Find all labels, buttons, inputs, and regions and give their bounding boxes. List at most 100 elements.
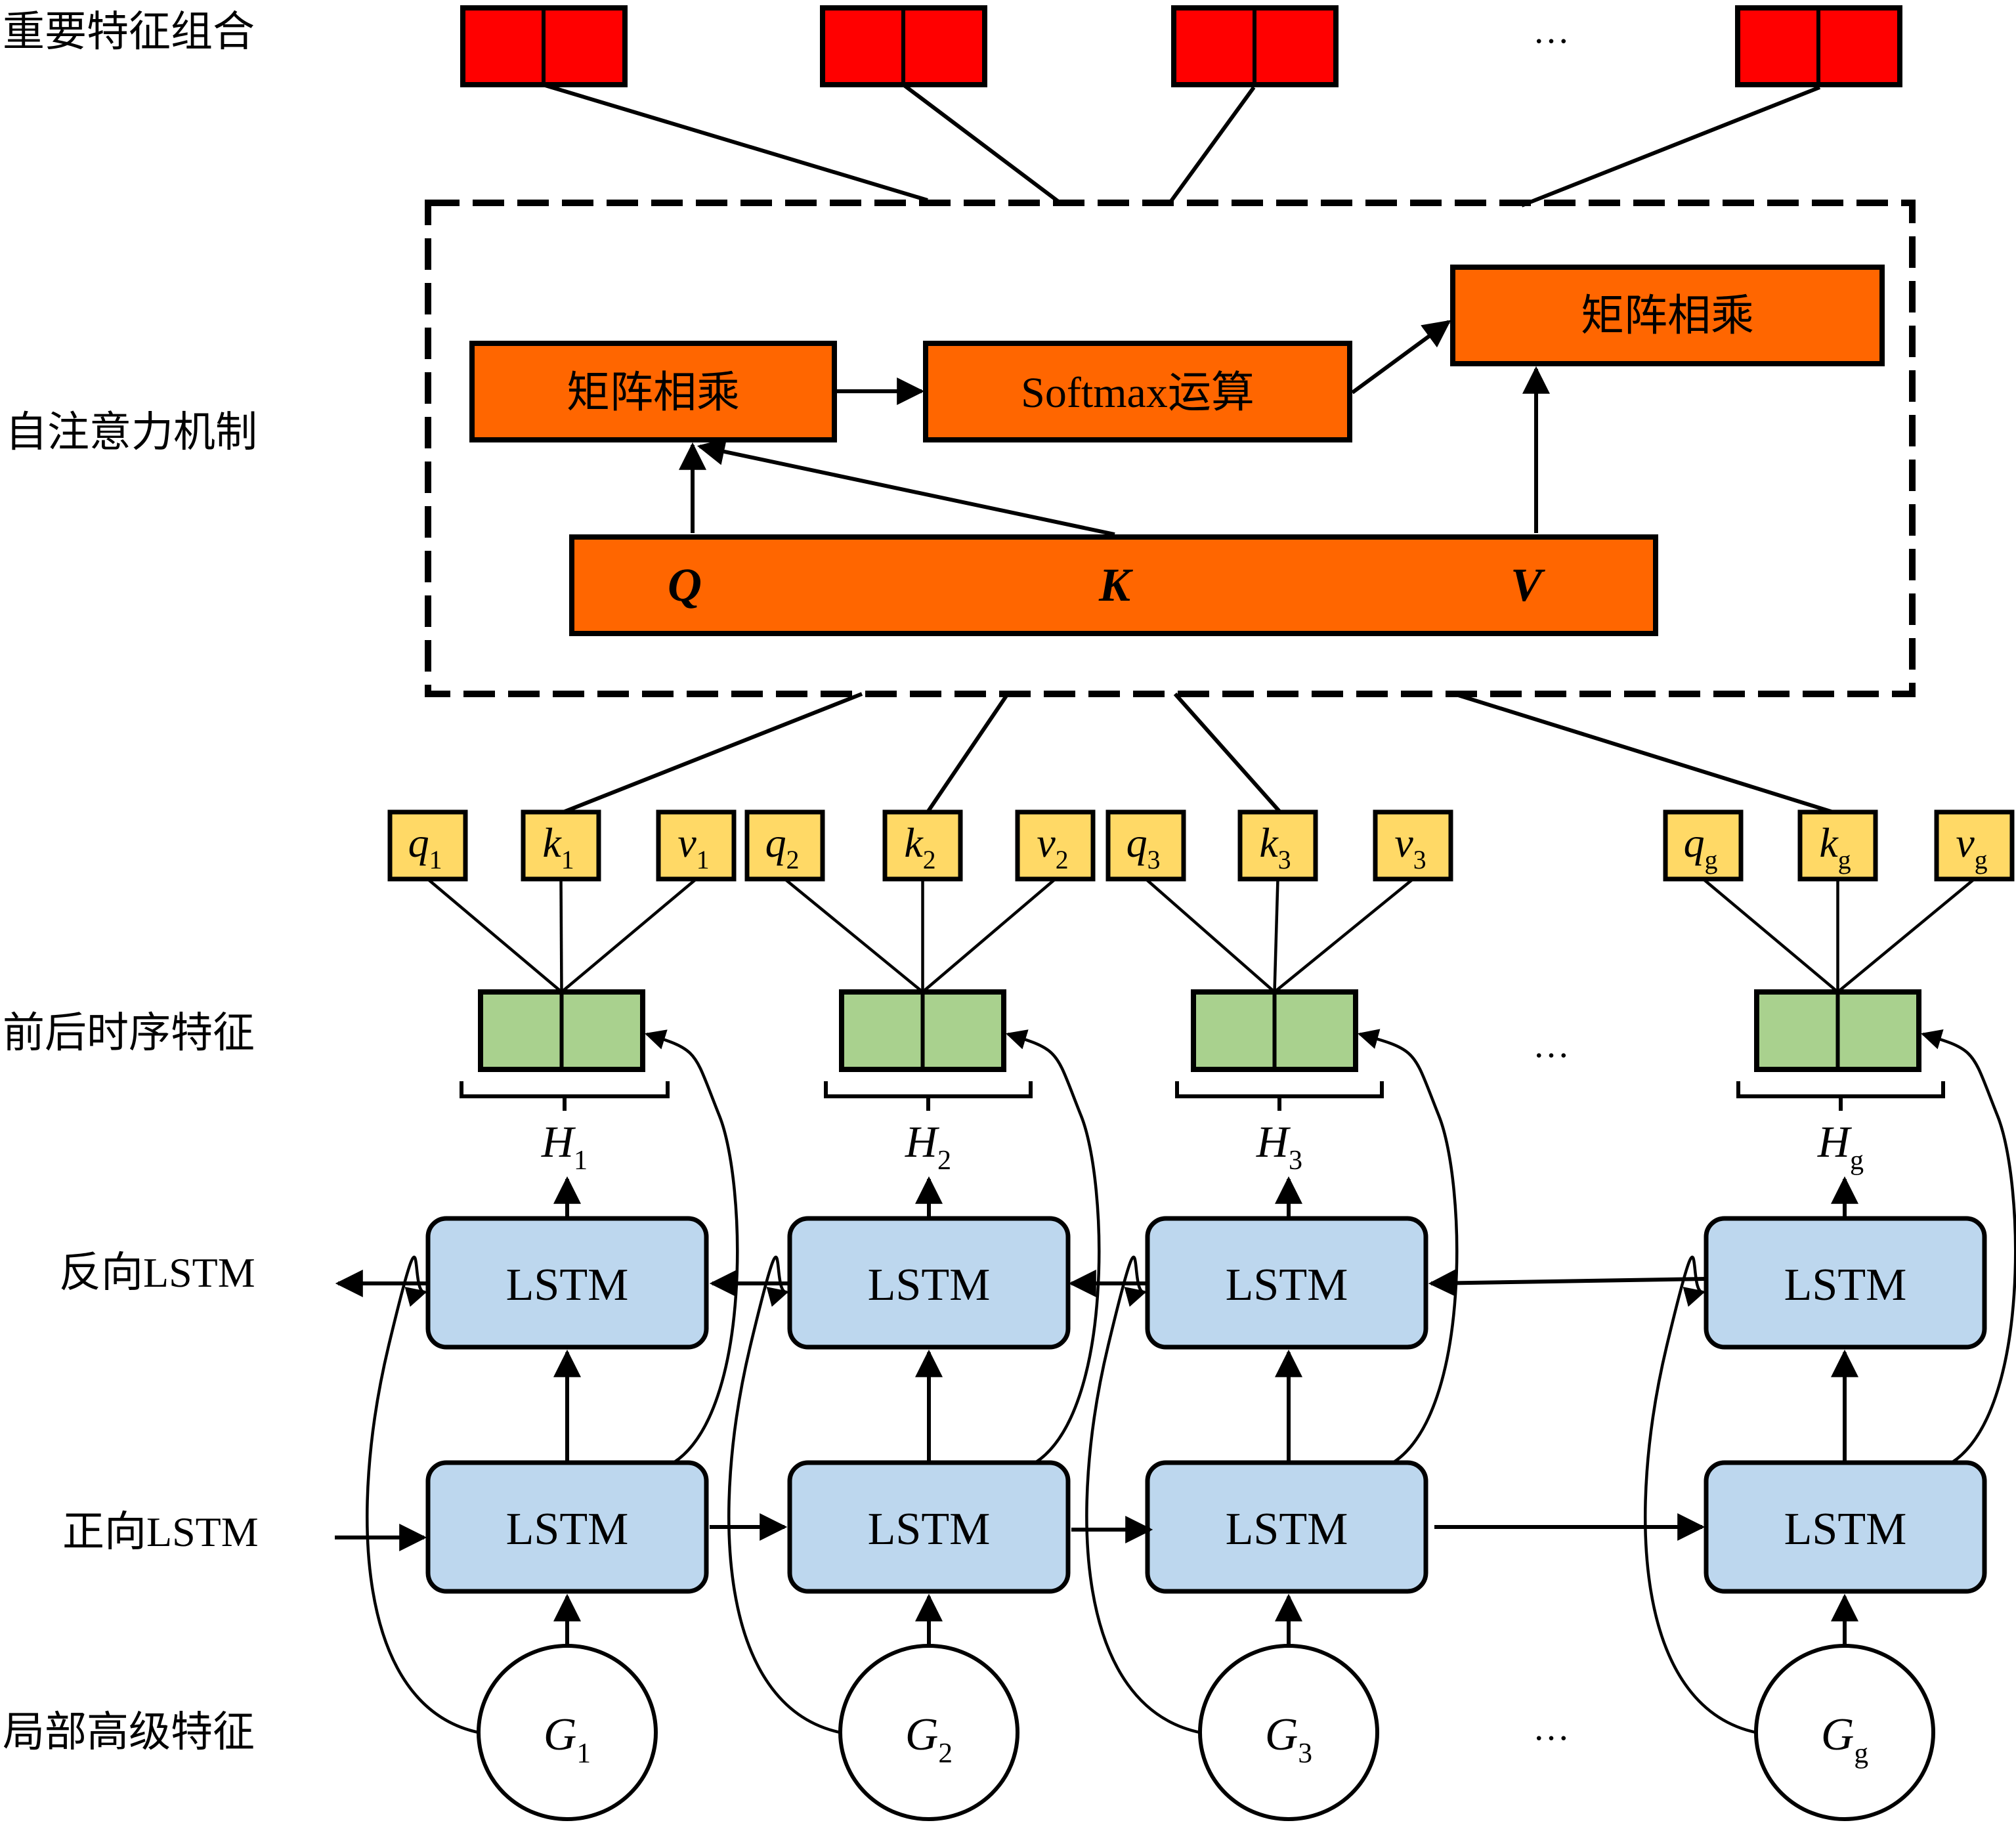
connector-line bbox=[1453, 692, 1834, 814]
h-bracket bbox=[1736, 1081, 1945, 1098]
forward-lstm-label: LSTM bbox=[506, 1504, 629, 1555]
q-vector-box bbox=[744, 809, 825, 882]
lstm-chain-arrows bbox=[335, 1269, 1707, 1551]
v-vector-label-main: v bbox=[677, 819, 697, 866]
hidden-state-label: Hg bbox=[1817, 1117, 1864, 1176]
softmax-label: Softmax运算 bbox=[1021, 369, 1255, 417]
v-vector-label: v2 bbox=[1037, 819, 1068, 874]
curve-forward-to-temporal bbox=[644, 1029, 739, 1464]
v-vector-label-subscript: 2 bbox=[1056, 846, 1069, 874]
qkv-bar bbox=[569, 534, 1658, 636]
q-connector bbox=[1702, 878, 1839, 993]
ellipsis-middle: … bbox=[1533, 1025, 1570, 1065]
v-vector-box bbox=[1015, 809, 1096, 882]
important-feature-boxes bbox=[460, 5, 1902, 87]
q-vector-label-main: q bbox=[408, 819, 429, 866]
hidden-state-label-subscript: g bbox=[1850, 1145, 1864, 1176]
local-feature-label-subscript: 1 bbox=[576, 1738, 591, 1769]
local-feature-label-main: G bbox=[1821, 1709, 1855, 1760]
matmul-box-2 bbox=[1450, 265, 1885, 366]
q-connector bbox=[1145, 878, 1276, 993]
local-feature-label-main: G bbox=[544, 1709, 577, 1760]
connector-line bbox=[902, 83, 1062, 205]
q-label: Q bbox=[668, 559, 702, 611]
v-vector-label-main: v bbox=[1956, 819, 1975, 866]
k-connector bbox=[1273, 878, 1279, 993]
ellipsis-bottom: … bbox=[1533, 1708, 1570, 1748]
connector-line bbox=[926, 693, 1010, 813]
backward-lstm-label: LSTM bbox=[1784, 1260, 1907, 1310]
arrow-k-to-matmul bbox=[697, 438, 1115, 536]
v-vector-label: vg bbox=[1956, 819, 1987, 874]
local-feature-label: G3 bbox=[1265, 1709, 1312, 1769]
v-vector-label-main: v bbox=[1037, 819, 1056, 866]
matmul-box-1 bbox=[469, 341, 837, 442]
local-feature-label: Gg bbox=[1821, 1709, 1868, 1769]
attention-block: 矩阵相乘 Softmax运算 矩阵相乘 Q K V bbox=[469, 265, 1885, 636]
hidden-state-label-main: H bbox=[541, 1117, 576, 1167]
local-feature-label-subscript: 3 bbox=[1298, 1738, 1312, 1769]
v-connector bbox=[1274, 878, 1414, 993]
label-forward-lstm: 正向LSTM bbox=[62, 1509, 259, 1555]
connector-line bbox=[562, 692, 863, 814]
v-vector-label: v3 bbox=[1394, 819, 1426, 874]
v-vector-box bbox=[1934, 809, 2015, 882]
v-label: V bbox=[1511, 559, 1545, 611]
k-vector-label-main: k bbox=[1819, 819, 1839, 866]
k-vector-label-subscript: 1 bbox=[561, 846, 574, 874]
label-important-features: 重要特征组合 bbox=[3, 9, 255, 55]
hidden-state-label-subscript: 2 bbox=[937, 1145, 951, 1176]
k-vector-label-main: k bbox=[542, 819, 562, 866]
v-vector-label-subscript: 1 bbox=[697, 846, 710, 874]
forward-lstm-label: LSTM bbox=[868, 1504, 991, 1555]
k-connector bbox=[559, 878, 563, 993]
q-vector-label-subscript: 3 bbox=[1147, 846, 1161, 874]
h-bracket bbox=[460, 1081, 670, 1098]
input-connectors bbox=[562, 692, 1834, 814]
v-vector-label-subscript: 3 bbox=[1413, 846, 1426, 874]
arrow-softmax-to-matmul bbox=[1351, 320, 1451, 395]
ellipsis-markers: … … … bbox=[1533, 11, 1570, 1748]
q-vector-label-subscript: 2 bbox=[786, 846, 800, 874]
backward-lstm-cell bbox=[1704, 1216, 1987, 1350]
local-feature-label-subscript: g bbox=[1854, 1738, 1868, 1769]
connector-line bbox=[1173, 693, 1282, 813]
ellipsis-top: … bbox=[1533, 11, 1570, 51]
k-vector-label-subscript: 3 bbox=[1278, 846, 1291, 874]
row-labels: 重要特征组合 自注意力机制 前后时序特征 反向LSTM 正向LSTM 局部高级特… bbox=[3, 9, 259, 1755]
k-label: K bbox=[1098, 559, 1134, 611]
backward-lstm-cell bbox=[1145, 1216, 1428, 1350]
k-vector-label-subscript: 2 bbox=[923, 846, 936, 874]
curve-forward-to-temporal bbox=[1920, 1029, 2016, 1464]
curve-forward-to-temporal bbox=[1005, 1029, 1101, 1464]
q-vector-label-main: q bbox=[765, 819, 786, 866]
hidden-state-label-subscript: 3 bbox=[1289, 1145, 1302, 1176]
curve-g-to-backward bbox=[1644, 1255, 1757, 1734]
v-connector bbox=[561, 878, 697, 993]
k-vector-label: kg bbox=[1819, 819, 1851, 874]
label-backward-lstm: 反向LSTM bbox=[59, 1249, 255, 1296]
v-vector-box bbox=[1373, 809, 1453, 882]
output-connectors bbox=[542, 83, 1821, 207]
backward-lstm-label: LSTM bbox=[868, 1260, 991, 1310]
hidden-state-label: H2 bbox=[905, 1117, 951, 1176]
q-vector-label-subscript: g bbox=[1705, 846, 1718, 874]
q-vector-label: q3 bbox=[1126, 819, 1161, 874]
forward-lstm-label: LSTM bbox=[1784, 1504, 1907, 1555]
local-feature-label-main: G bbox=[905, 1709, 939, 1760]
curve-forward-to-temporal bbox=[1357, 1029, 1459, 1464]
v-vector-label: v1 bbox=[677, 819, 709, 874]
curve-g-to-backward bbox=[727, 1255, 841, 1734]
v-vector-box bbox=[656, 809, 737, 882]
q-connector bbox=[784, 878, 924, 993]
hidden-state-label-main: H bbox=[1817, 1117, 1853, 1167]
hidden-state-label: H1 bbox=[541, 1117, 588, 1176]
q-vector-label: q2 bbox=[765, 819, 800, 874]
local-feature-label: G2 bbox=[905, 1709, 953, 1769]
q-vector-label: q1 bbox=[408, 819, 442, 874]
connector-line bbox=[1520, 85, 1821, 207]
forward-lstm-label: LSTM bbox=[1226, 1504, 1348, 1555]
